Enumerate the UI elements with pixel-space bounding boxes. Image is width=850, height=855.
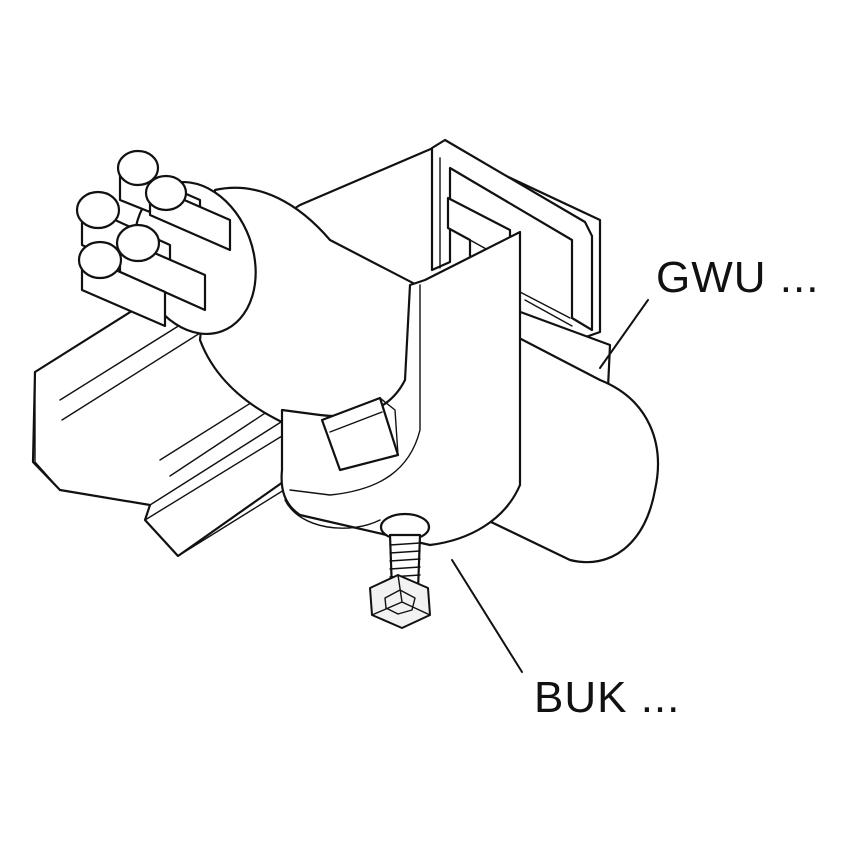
gwu-label: GWU ... bbox=[656, 253, 820, 302]
buk-leader-line bbox=[451, 559, 523, 673]
clamp-bolt bbox=[369, 512, 431, 629]
cable-cores bbox=[75, 149, 232, 328]
buk-label: BUK ... bbox=[534, 673, 681, 722]
buk-clamp-strap bbox=[280, 230, 522, 547]
gwu-leader-line bbox=[599, 299, 649, 369]
